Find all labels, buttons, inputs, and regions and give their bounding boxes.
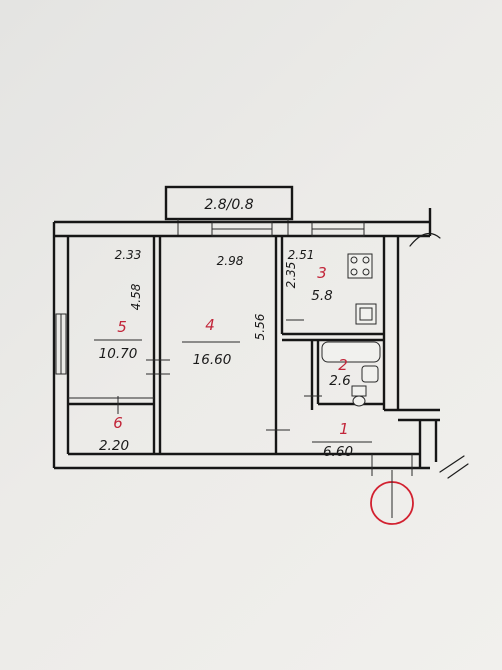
washbasin-icon xyxy=(361,365,379,383)
room-3-number: 3 xyxy=(317,264,327,282)
bathtub-icon xyxy=(321,341,381,363)
stove-burners xyxy=(350,256,370,276)
room-4-area: 16.60 xyxy=(193,352,232,368)
dim-room4-width: 2.98 xyxy=(217,254,244,268)
room-2-area: 2.6 xyxy=(329,373,350,389)
room-4-number: 4 xyxy=(205,316,215,334)
room-3-area: 5.8 xyxy=(311,288,332,304)
room-5-area: 10.70 xyxy=(99,346,138,362)
dim-room3-side: 2.35 xyxy=(284,262,298,289)
doors xyxy=(117,319,413,476)
interior-walls xyxy=(68,236,384,454)
dim-room4-length: 5.56 xyxy=(253,313,267,340)
dim-room5-length: 4.58 xyxy=(129,283,143,310)
outer-walls xyxy=(52,208,440,470)
sink-icon xyxy=(355,303,377,325)
room-6-number: 6 xyxy=(113,414,123,432)
dim-room3-width: 2.51 xyxy=(288,248,315,262)
room-6-area: 2.20 xyxy=(99,438,129,454)
stair-marks xyxy=(409,232,469,479)
balcony-label: 2.8/0.8 xyxy=(204,197,253,213)
windows xyxy=(55,221,365,375)
room-5-number: 5 xyxy=(117,318,127,336)
room-1-area: 6.60 xyxy=(323,444,353,460)
dim-room5-width: 2.33 xyxy=(115,248,142,262)
room-1-number: 1 xyxy=(339,420,349,438)
toilet-icon xyxy=(351,385,367,407)
room-2-number: 2 xyxy=(338,356,348,374)
